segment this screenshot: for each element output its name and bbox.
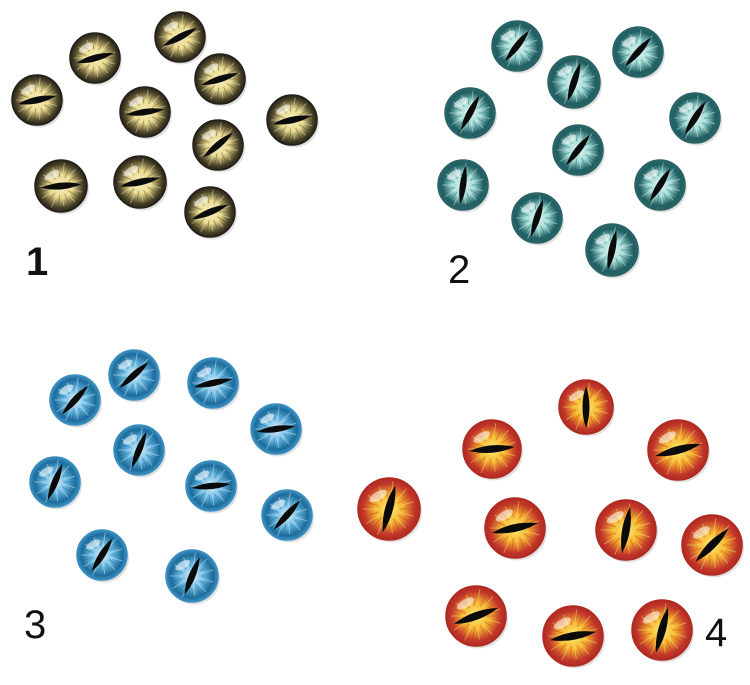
eye-cabochon xyxy=(437,159,490,213)
eye-cabochon xyxy=(444,87,497,141)
eye-cabochon xyxy=(491,20,544,74)
slit-pupil xyxy=(460,95,480,131)
eye-cabochon xyxy=(49,374,102,428)
eye-cabochon xyxy=(552,124,605,178)
slit-pupil xyxy=(76,52,114,64)
eye-cabochon xyxy=(113,424,166,478)
eye-cabochon xyxy=(631,599,694,663)
eye-cabochon xyxy=(462,419,523,481)
eye-cabochon xyxy=(11,74,64,128)
eye-group-1 xyxy=(11,11,319,240)
slit-pupil xyxy=(459,165,467,205)
eye-cabochon xyxy=(34,159,89,215)
slit-pupil xyxy=(492,522,538,534)
slit-pupil xyxy=(621,506,631,554)
slit-pupil xyxy=(184,557,200,595)
eye-cabochon xyxy=(585,223,640,279)
slit-pupil xyxy=(201,72,239,86)
eye-group-2 xyxy=(437,20,722,279)
slit-pupil xyxy=(91,538,113,572)
eye-group-4 xyxy=(357,379,744,669)
slit-pupil xyxy=(40,182,82,190)
eye-cabochon xyxy=(634,159,687,213)
eye-cabochon xyxy=(184,186,237,240)
slit-pupil xyxy=(684,101,706,135)
eye-cabochon xyxy=(445,585,508,649)
eye-cabochon xyxy=(542,605,605,669)
slit-pupil xyxy=(203,132,233,158)
eye-cabochon xyxy=(187,357,240,411)
slit-pupil xyxy=(193,378,233,388)
slit-pupil xyxy=(131,431,147,469)
slit-pupil xyxy=(120,177,160,187)
eye-cabochon xyxy=(647,419,710,483)
eye-cabochon xyxy=(357,477,422,543)
eye-cabochon xyxy=(266,94,319,148)
eye-group-3 xyxy=(29,349,314,605)
slit-pupil xyxy=(655,607,669,653)
eye-cabochon xyxy=(69,32,122,86)
slit-pupil xyxy=(607,230,617,270)
eye-cabochon xyxy=(558,379,615,437)
eye-cabochon xyxy=(194,53,247,107)
eye-cabochon xyxy=(76,529,129,583)
group-label-3: 3 xyxy=(24,603,47,647)
slit-pupil xyxy=(454,607,498,625)
slit-pupil xyxy=(162,27,198,47)
slit-pupil xyxy=(191,482,231,490)
slit-pupil xyxy=(549,631,597,641)
slit-pupil xyxy=(469,444,515,454)
slit-pupil xyxy=(530,199,544,237)
slit-pupil xyxy=(61,385,89,415)
eye-cabochon xyxy=(511,192,564,246)
eye-cabochon xyxy=(261,489,314,543)
eye-cabochon xyxy=(113,155,168,211)
eye-cabochon xyxy=(595,499,658,563)
slit-pupil xyxy=(624,37,652,67)
slit-pupil xyxy=(504,30,530,62)
eye-cabochon xyxy=(29,456,82,510)
slit-pupil xyxy=(655,443,701,457)
eye-cabochon xyxy=(681,514,744,578)
slit-pupil xyxy=(567,62,581,102)
slit-pupil xyxy=(119,361,149,389)
slit-pupil xyxy=(582,385,590,429)
slit-pupil xyxy=(272,115,312,125)
slit-pupil xyxy=(191,204,229,220)
eye-cabochon xyxy=(165,549,220,605)
slit-pupil xyxy=(382,485,396,533)
eye-cabochon xyxy=(108,349,161,403)
group-label-4: 4 xyxy=(705,611,728,655)
slit-pupil xyxy=(649,168,671,202)
slit-pupil xyxy=(47,463,63,501)
eye-cabochon xyxy=(484,497,547,561)
slit-pupil xyxy=(565,134,591,166)
slit-pupil xyxy=(125,108,165,116)
slit-pupil xyxy=(273,500,301,530)
eye-cabochon xyxy=(547,55,602,111)
eye-cabochon xyxy=(119,86,172,140)
group-label-1: 1 xyxy=(26,240,49,284)
eye-cabochon xyxy=(192,119,245,173)
slit-pupil xyxy=(695,528,729,562)
eye-cabochon xyxy=(154,11,207,65)
eye-cabochon xyxy=(669,92,722,146)
eye-cabochon xyxy=(250,403,303,457)
slit-pupil xyxy=(256,425,296,433)
eye-cabochon xyxy=(185,460,238,514)
group-label-2: 2 xyxy=(448,248,471,292)
eye-cabochon xyxy=(612,26,665,80)
slit-pupil xyxy=(17,95,57,105)
